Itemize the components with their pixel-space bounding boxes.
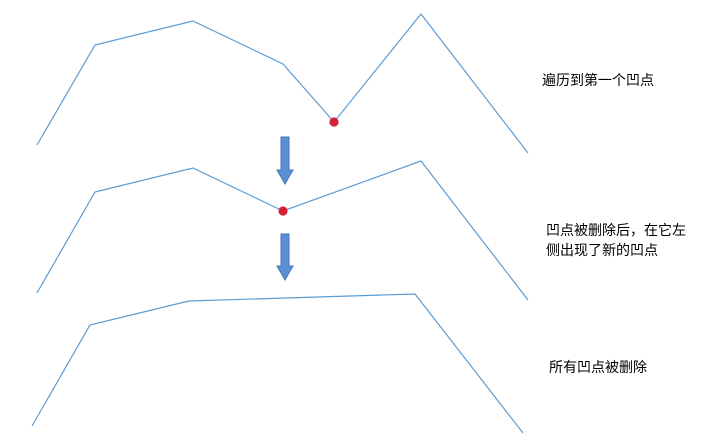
down-arrow-2	[276, 233, 294, 282]
down-arrow-1	[276, 136, 294, 186]
step-2-caption: 凹点被删除后，在它左 侧出现了新的凹点	[546, 221, 686, 261]
step-1-caption-line: 遍历到第一个凹点	[542, 73, 654, 89]
step-2-caption-line-1: 凹点被删除后，在它左	[546, 223, 686, 239]
step-2-caption-line-2: 侧出现了新的凹点	[546, 243, 658, 259]
step-3-polyline	[31, 293, 524, 434]
step-1-polyline	[36, 13, 529, 154]
step-3-caption-line: 所有凹点被删除	[549, 360, 647, 376]
step-2-polyline	[36, 160, 529, 301]
step-1-concave-point	[329, 117, 339, 127]
step-3-caption: 所有凹点被删除	[549, 358, 647, 378]
step-3-group	[31, 293, 524, 434]
step-1-caption: 遍历到第一个凹点	[542, 71, 654, 91]
step-2-group	[36, 160, 529, 301]
step-1-group	[36, 13, 529, 154]
step-2-concave-point	[278, 206, 288, 216]
